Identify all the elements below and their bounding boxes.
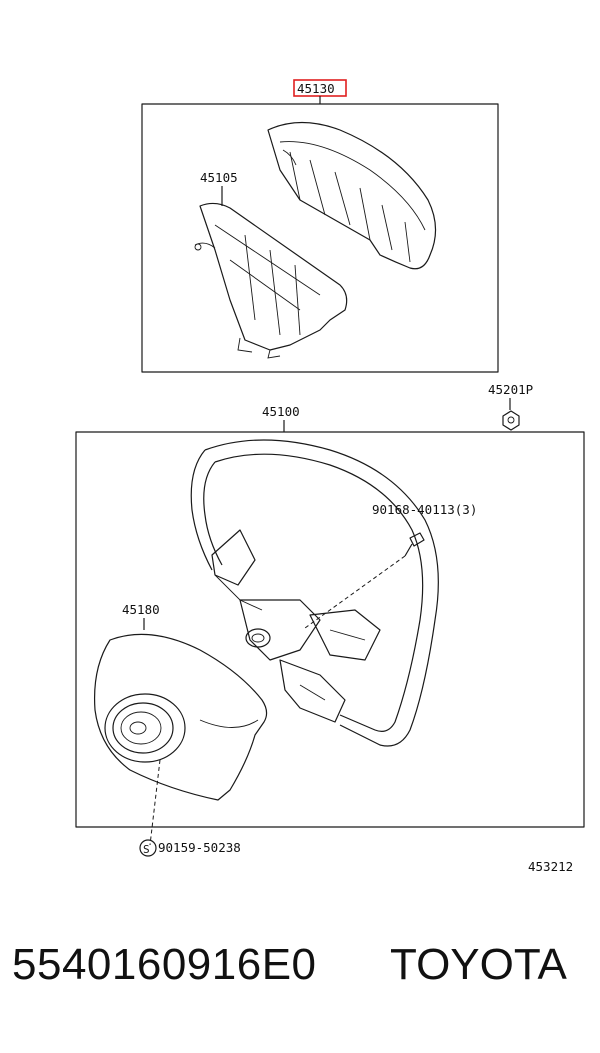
bolt-90168 <box>404 532 425 557</box>
horn-pad-frame <box>194 202 348 359</box>
label-45180[interactable]: 45180 <box>122 602 160 617</box>
label-45130[interactable]: 45130 <box>297 81 335 96</box>
label-45105[interactable]: 45105 <box>200 170 238 185</box>
label-90168[interactable]: 90168-40113(3) <box>372 502 477 517</box>
brand-name: TOYOTA <box>390 940 567 989</box>
column-cover-45180 <box>93 633 268 801</box>
nut-45201p <box>502 410 520 431</box>
label-90159[interactable]: 90159-50238 <box>158 840 241 855</box>
footer: 5540160916E0 TOYOTA <box>0 940 600 1010</box>
leader-90168 <box>304 555 406 629</box>
leader-90159 <box>149 759 161 846</box>
lower-frame <box>75 431 585 828</box>
steering-wheel <box>190 439 439 747</box>
horn-pad-cover <box>267 121 437 270</box>
upper-frame <box>141 103 499 373</box>
label-45201p[interactable]: 45201P <box>488 382 533 397</box>
screw-symbol <box>139 839 157 857</box>
label-45100[interactable]: 45100 <box>262 404 300 419</box>
part-number: 5540160916E0 <box>12 940 317 989</box>
screw-mark: S <box>143 843 150 856</box>
figure-ref: 453212 <box>528 859 573 874</box>
